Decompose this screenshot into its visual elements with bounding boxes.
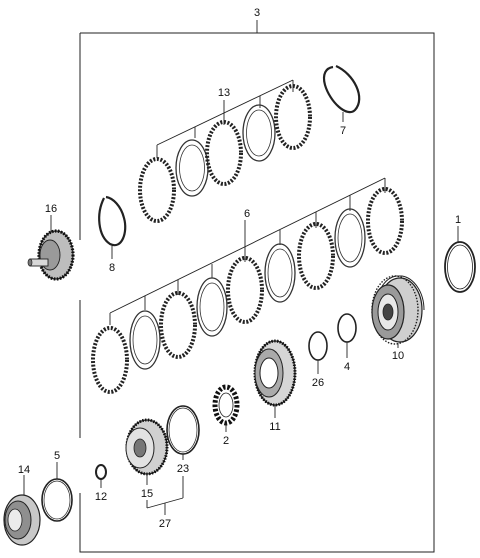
clutch-pack-13 <box>138 79 312 223</box>
steel-plate-inner <box>132 315 158 365</box>
friction-disc <box>205 120 243 186</box>
steel-plate <box>196 277 228 337</box>
friction-disc <box>159 291 197 359</box>
clutch-drum-10 <box>371 275 425 348</box>
snap-ring-8 <box>98 195 127 259</box>
snap-ring-4 <box>337 313 357 358</box>
one-way-clutch-2 <box>212 384 240 432</box>
callout-23: 23 <box>177 463 189 475</box>
callout-7: 7 <box>340 125 346 137</box>
steel-plate <box>334 208 366 268</box>
bracket-27 <box>146 476 184 515</box>
friction-disc <box>366 187 404 255</box>
snap-ring-5 <box>41 462 73 522</box>
clutch-pack-6 <box>91 177 404 394</box>
callout-13: 13 <box>218 87 230 99</box>
steel-plate <box>175 139 209 197</box>
clutch-hub-11 <box>253 339 297 418</box>
callout-2: 2 <box>223 435 229 447</box>
assembly-frame <box>79 20 435 553</box>
snap-ring-12 <box>95 464 107 488</box>
steel-plate <box>264 243 296 303</box>
snap-ring-7 <box>322 64 361 122</box>
callout-27: 27 <box>159 518 171 530</box>
snap-ring-23 <box>166 405 200 460</box>
steel-plate <box>242 104 276 162</box>
friction-disc <box>91 326 129 394</box>
steel-plate-inner <box>337 213 363 263</box>
snap-ring-26 <box>308 331 328 374</box>
steel-plate-inner <box>179 144 205 192</box>
callout-15: 15 <box>141 488 153 500</box>
output-gear-16 <box>27 215 75 281</box>
callout-5: 5 <box>54 450 60 462</box>
callout-26: 26 <box>312 377 324 389</box>
planetary-carrier-15 <box>125 418 169 485</box>
callout-16: 16 <box>45 203 57 215</box>
callout-6: 6 <box>244 208 250 220</box>
callout-1: 1 <box>455 214 461 226</box>
friction-disc <box>226 256 264 324</box>
callout-8: 8 <box>109 262 115 274</box>
callout-14: 14 <box>18 464 30 476</box>
piston-14 <box>3 475 41 546</box>
snap-ring-1 <box>444 226 476 293</box>
callout-12: 12 <box>95 491 107 503</box>
callout-4: 4 <box>344 361 350 373</box>
callout-11: 11 <box>269 421 280 433</box>
friction-disc <box>138 157 176 223</box>
friction-disc <box>297 222 335 290</box>
callout-10: 10 <box>392 350 404 362</box>
callout-labels: 3 13 7 16 6 1 8 10 4 26 11 2 5 23 14 15 … <box>18 7 461 530</box>
steel-plate-inner <box>267 248 293 298</box>
steel-plate-inner <box>246 109 272 157</box>
friction-disc <box>274 84 312 150</box>
steel-plate-inner <box>199 282 225 332</box>
steel-plate <box>129 310 161 370</box>
callout-3: 3 <box>254 7 260 19</box>
